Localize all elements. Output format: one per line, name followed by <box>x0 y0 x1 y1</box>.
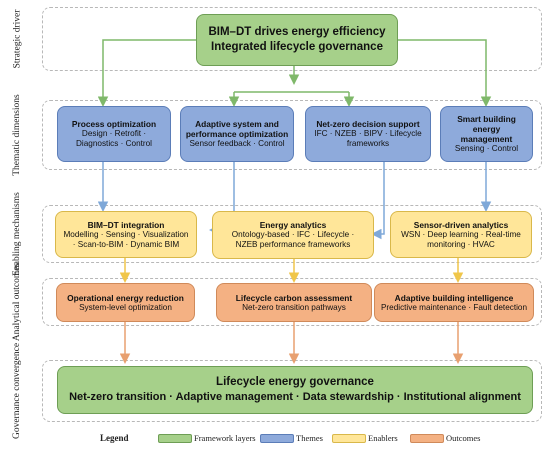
theme-smart-building-energy: Smart building energy management Sensing… <box>440 106 533 162</box>
strategic-driver-box: BIM–DT drives energy efficiency Integrat… <box>196 14 398 66</box>
legend-item-framework-layers: Framework layers <box>158 433 256 443</box>
arrow-theme-3-to-enabler-2 <box>371 162 385 240</box>
legend-swatch-yellow <box>332 433 366 443</box>
outcome-adaptive-building-intelligence: Adaptive building intelligence Predictiv… <box>374 283 534 322</box>
band-thematic <box>42 100 542 170</box>
arrow-driver-to-theme-1 <box>97 39 196 107</box>
outcome-lifecycle-carbon-assessment: Lifecycle carbon assessment Net-zero tra… <box>216 283 372 322</box>
band-strategic <box>42 7 542 71</box>
legend-swatch-orange <box>410 433 444 443</box>
enabler-sensor-driven-analytics: Sensor-driven analytics WSN · Deep learn… <box>390 211 532 258</box>
governance-title: Lifecycle energy governance <box>216 376 374 388</box>
outcome-operational-energy-reduction: Operational energy reduction System-leve… <box>56 283 195 322</box>
legend: Legend Framework layers Themes Enablers … <box>0 433 550 447</box>
legend-item-enablers: Enablers <box>332 433 398 443</box>
legend-title: Legend <box>100 433 129 443</box>
theme-adaptive-system: Adaptive system and performance optimiza… <box>180 106 294 162</box>
band-enabling <box>42 205 542 263</box>
theme-process-optimization: Process optimization Design · Retrofit ·… <box>57 106 171 162</box>
enabler-bim-dt-integration: BIM–DT integration Modelling · Sensing ·… <box>55 211 197 258</box>
governance-box: Lifecycle energy governance Net-zero tra… <box>57 366 533 414</box>
driver-line-2: Integrated lifecycle governance <box>211 41 383 53</box>
legend-swatch-blue <box>260 433 294 443</box>
theme-net-zero-decision-support: Net-zero decision support IFC · NZEB · B… <box>305 106 431 162</box>
arrow-driver-to-theme-4 <box>398 39 492 107</box>
governance-subtitle: Net-zero transition · Adaptive managemen… <box>69 391 521 403</box>
legend-swatch-green <box>158 433 192 443</box>
driver-line-1: BIM–DT drives energy efficiency <box>208 26 386 38</box>
enabler-energy-analytics: Energy analytics Ontology-based · IFC · … <box>212 211 374 259</box>
legend-item-outcomes: Outcomes <box>410 433 480 443</box>
legend-item-themes: Themes <box>260 433 323 443</box>
